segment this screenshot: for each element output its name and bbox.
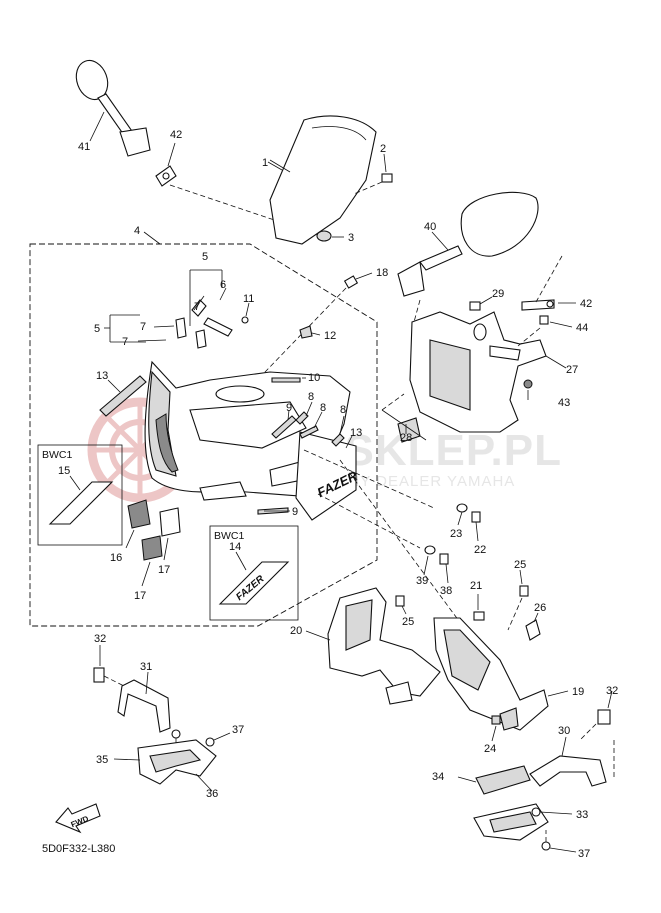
callout-31: 31 bbox=[140, 661, 152, 673]
clip-12 bbox=[299, 325, 321, 339]
trim-pieces bbox=[257, 377, 345, 515]
callout-32-right: 32 bbox=[606, 685, 618, 697]
stay-brackets bbox=[104, 269, 233, 349]
callout-44: 44 bbox=[576, 322, 588, 334]
bwc1-box-left: BWC1 bbox=[37, 444, 123, 546]
diagram-code: 5D0F332-L380 bbox=[42, 843, 115, 855]
callout-20: 20 bbox=[290, 625, 302, 637]
callout-12: 12 bbox=[324, 330, 336, 342]
callout-22: 22 bbox=[474, 544, 486, 556]
callout-33: 33 bbox=[576, 809, 588, 821]
callout-2: 2 bbox=[380, 143, 386, 155]
callout-24: 24 bbox=[484, 743, 496, 755]
callout-28: 28 bbox=[400, 432, 412, 444]
grommet-11 bbox=[241, 302, 250, 324]
callout-3: 3 bbox=[348, 232, 354, 244]
callouts: 1 2 3 4 5 5 6 7 7 7 8 8 8 9 9 10 11 12 1… bbox=[58, 129, 618, 860]
callout-37-left: 37 bbox=[232, 724, 244, 736]
callout-25-b: 25 bbox=[514, 559, 526, 571]
callout-30: 30 bbox=[558, 725, 570, 737]
bwc1-box-right: BWC1 FAZER bbox=[209, 525, 299, 621]
lower-bracket-left bbox=[93, 645, 231, 792]
callout-1: 1 bbox=[262, 157, 268, 169]
cowling-group-boundary bbox=[29, 243, 378, 627]
side-cowling-20 bbox=[305, 587, 441, 705]
callout-10: 10 bbox=[308, 372, 320, 384]
callout-43: 43 bbox=[558, 397, 570, 409]
callout-5-left: 5 bbox=[94, 323, 100, 335]
callout-26: 26 bbox=[534, 602, 546, 614]
callout-39: 39 bbox=[416, 575, 428, 587]
callout-8-a: 8 bbox=[308, 391, 314, 403]
bwc1-label-right: BWC1 bbox=[214, 530, 244, 542]
windscreen bbox=[269, 115, 377, 245]
callout-29: 29 bbox=[492, 288, 504, 300]
headlight-stay bbox=[409, 311, 567, 433]
callout-15: 15 bbox=[58, 465, 70, 477]
mirror-right bbox=[397, 191, 539, 297]
callout-17-b: 17 bbox=[134, 590, 146, 602]
decal-strip-13-left bbox=[99, 375, 147, 417]
bracket-42-left bbox=[155, 142, 323, 237]
callout-36: 36 bbox=[206, 788, 218, 800]
callout-19: 19 bbox=[572, 686, 584, 698]
callout-13-left: 13 bbox=[96, 370, 108, 382]
side-hardware bbox=[395, 503, 541, 641]
callout-14: 14 bbox=[229, 541, 241, 553]
lower-bracket-right bbox=[457, 690, 615, 853]
callout-32-left: 32 bbox=[94, 633, 106, 645]
callout-6: 6 bbox=[220, 279, 226, 291]
callout-34: 34 bbox=[432, 771, 444, 783]
callout-21: 21 bbox=[470, 580, 482, 592]
routing-lines bbox=[303, 449, 511, 691]
callout-9-b: 9 bbox=[292, 506, 298, 518]
callout-23: 23 bbox=[450, 528, 462, 540]
clip-24 bbox=[491, 715, 501, 742]
upper-cowling bbox=[144, 360, 351, 501]
callout-38: 38 bbox=[440, 585, 452, 597]
callout-18: 18 bbox=[376, 267, 388, 279]
fwd-arrow-icon: FWD bbox=[55, 803, 101, 834]
callout-5-top: 5 bbox=[202, 251, 208, 263]
callout-42-right: 42 bbox=[580, 298, 592, 310]
callout-8-c: 8 bbox=[340, 404, 346, 416]
callout-35: 35 bbox=[96, 754, 108, 766]
callout-25-a: 25 bbox=[402, 616, 414, 628]
callout-8-b: 8 bbox=[320, 402, 326, 414]
stay-hardware bbox=[413, 255, 576, 400]
callout-27: 27 bbox=[566, 364, 578, 376]
callout-4: 4 bbox=[134, 225, 140, 237]
callout-17-a: 17 bbox=[158, 564, 170, 576]
pad-28 bbox=[381, 393, 427, 443]
callout-41: 41 bbox=[78, 141, 90, 153]
leader-lines bbox=[143, 161, 283, 311]
callout-16: 16 bbox=[110, 552, 122, 564]
callout-7-a: 7 bbox=[194, 301, 200, 313]
callout-7-b: 7 bbox=[140, 321, 146, 333]
bolt-18 bbox=[239, 272, 373, 399]
callout-11: 11 bbox=[243, 293, 254, 305]
callout-37-right: 37 bbox=[578, 848, 590, 860]
side-panel-right: FAZER bbox=[295, 431, 360, 521]
bwc1-label-left: BWC1 bbox=[42, 449, 72, 461]
meter-parts bbox=[125, 499, 181, 587]
grommet-3 bbox=[316, 230, 344, 242]
side-cowling-19 bbox=[433, 617, 569, 731]
callout-13-right: 13 bbox=[350, 427, 362, 439]
bolt-2 bbox=[353, 153, 393, 195]
callout-7-c: 7 bbox=[122, 336, 128, 348]
callout-9-a: 9 bbox=[286, 402, 292, 414]
callout-40: 40 bbox=[424, 221, 436, 233]
callout-42-left: 42 bbox=[170, 129, 182, 141]
mirror-left bbox=[75, 59, 151, 157]
